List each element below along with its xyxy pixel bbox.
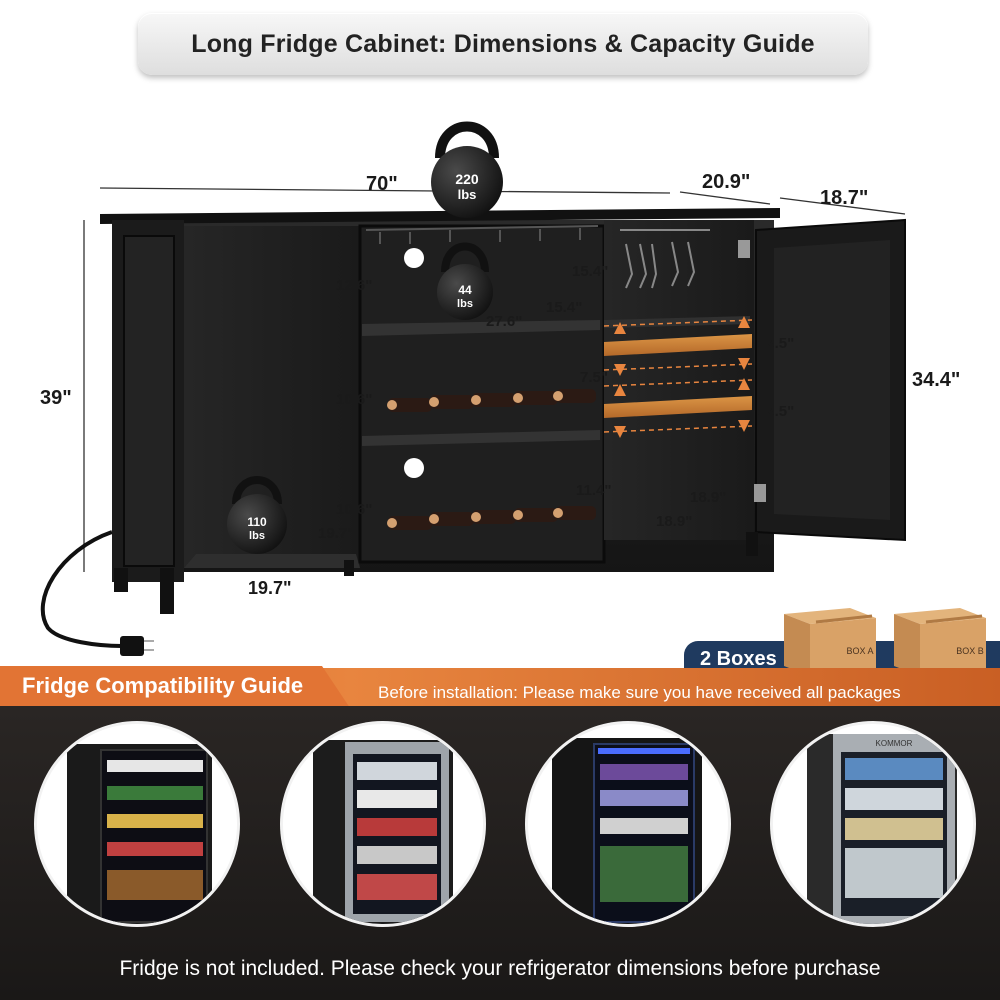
fridge-option-2 bbox=[283, 724, 483, 924]
glass-rack-center bbox=[365, 225, 599, 244]
dim-left-bay-depth: 19.7" bbox=[318, 525, 354, 542]
fridge-option-4: KOMMOR bbox=[773, 724, 973, 924]
dim-middle-shelf-height: 10.6" bbox=[336, 391, 372, 408]
installation-note: Before installation: Please make sure yo… bbox=[378, 683, 901, 702]
dim-fridge-bay-lower-height: 11.4" bbox=[576, 482, 611, 499]
dim-adjust-range-2: ±2.5" bbox=[758, 403, 794, 420]
dim-shelf-depth: 15.4" bbox=[546, 299, 582, 316]
weight-bottom-value: 110 bbox=[247, 515, 267, 529]
cable-holes bbox=[404, 248, 424, 478]
footer-note: Fridge is not included. Please check you… bbox=[119, 957, 881, 980]
box-a-label: BOX A bbox=[846, 646, 873, 656]
compatibility-title: Fridge Compatibility Guide bbox=[22, 673, 304, 698]
dim-fridge-bay-width: 20.9" bbox=[702, 171, 750, 193]
package-count: 2 Boxes bbox=[700, 648, 777, 670]
fridge-brand-label: KOMMOR bbox=[876, 739, 913, 748]
kettlebell-bottom: 110 lbs bbox=[227, 476, 287, 554]
dim-fridge-bay-width-inner: 18.9" bbox=[656, 513, 692, 530]
adjustable-shelves bbox=[603, 316, 753, 438]
carton-box-b: BOX B bbox=[894, 608, 986, 676]
glass-rack bbox=[620, 229, 710, 289]
wine-bottles-lower bbox=[387, 506, 596, 530]
weight-shelf-value: 44 bbox=[458, 283, 472, 297]
weight-top-unit: lbs bbox=[458, 187, 477, 202]
kettlebell-shelf: 44 lbs bbox=[437, 242, 493, 320]
dim-adjustable-spacing: 7.5" bbox=[580, 369, 608, 386]
power-cord bbox=[40, 530, 154, 656]
carton-box-a: BOX A bbox=[784, 608, 876, 676]
weight-bottom-unit: lbs bbox=[249, 530, 265, 542]
cabinet-diagram: 220 lbs 44 lbs 110 lbs 70" 20.9" 18.7" 3… bbox=[40, 121, 960, 656]
dim-shelf-width: 27.6" bbox=[486, 313, 522, 330]
dim-left-bay-width: 19.7" bbox=[248, 578, 292, 598]
dim-upper-shelf-height: 12.6" bbox=[336, 277, 372, 294]
fridge-option-1 bbox=[37, 724, 237, 924]
weight-shelf-unit: lbs bbox=[457, 298, 473, 310]
kettlebell-top: 220 lbs bbox=[431, 121, 503, 218]
wine-bottles-upper bbox=[387, 389, 596, 412]
dim-overall-height: 39" bbox=[40, 387, 72, 409]
dim-depth: 18.7" bbox=[820, 187, 868, 209]
fridge-option-3 bbox=[528, 724, 728, 924]
dim-door-height: 34.4" bbox=[912, 369, 960, 391]
weight-top-value: 220 bbox=[455, 171, 479, 187]
dim-lower-shelf-height: 10.6" bbox=[336, 501, 372, 518]
fridge-2-illustration bbox=[313, 740, 453, 924]
fridge-3-illustration bbox=[552, 738, 702, 924]
compatibility-tab bbox=[0, 666, 350, 708]
dim-fridge-bay-depth-inner: 18.9" bbox=[690, 489, 726, 506]
dim-overall-width: 70" bbox=[366, 173, 398, 195]
dim-adjust-range-1: ±2.5" bbox=[758, 335, 794, 352]
fridge-4-illustration: KOMMOR bbox=[807, 734, 957, 924]
dim-glass-rack-height: 15.4" bbox=[572, 263, 608, 280]
fridge-1-illustration bbox=[67, 744, 212, 924]
page-title: Long Fridge Cabinet: Dimensions & Capaci… bbox=[138, 13, 868, 75]
box-b-label: BOX B bbox=[956, 646, 984, 656]
